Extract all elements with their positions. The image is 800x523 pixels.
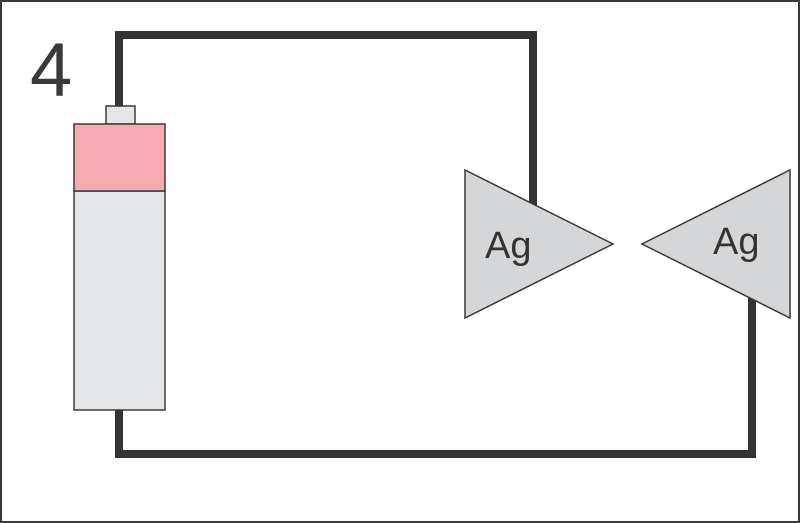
electrode-right-label: Ag	[713, 221, 759, 263]
wire-top	[115, 31, 537, 210]
electrode-right: Ag	[640, 168, 791, 320]
electrode-right-triangle	[640, 168, 791, 320]
electrode-left-label: Ag	[485, 225, 531, 267]
wire-bottom	[115, 287, 756, 458]
battery	[73, 105, 166, 411]
figure-number: 4	[30, 28, 72, 113]
battery-body	[73, 190, 166, 411]
electrode-left: Ag	[464, 168, 615, 320]
battery-positive-end	[73, 123, 166, 192]
battery-positive-terminal	[105, 105, 136, 125]
electrode-left-triangle	[464, 168, 615, 320]
